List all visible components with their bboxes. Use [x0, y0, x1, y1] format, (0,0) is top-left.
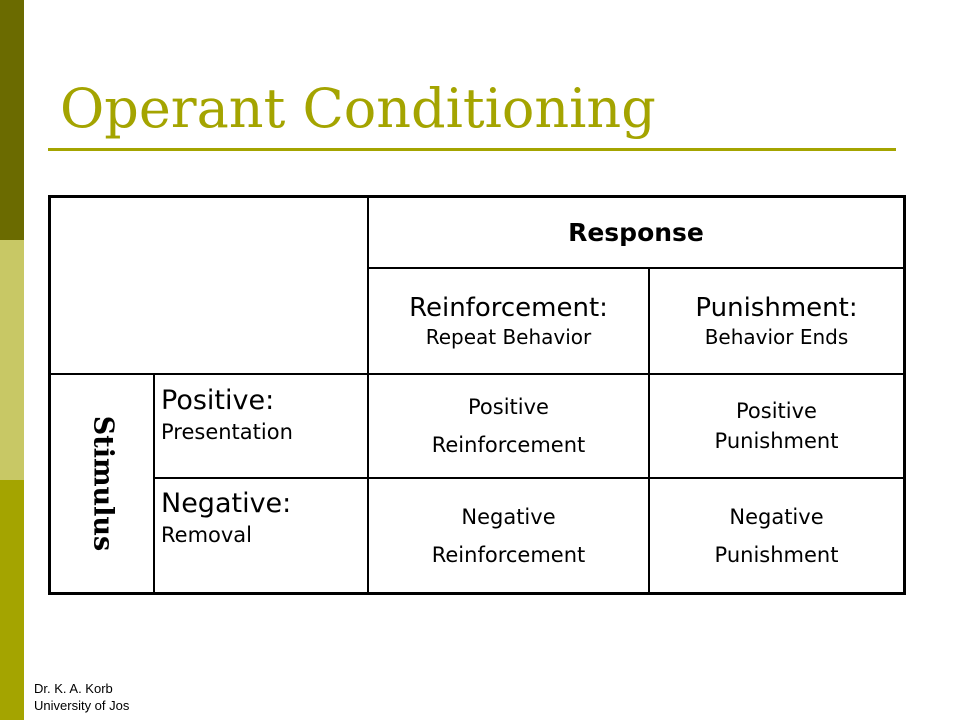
row-header-negative: Negative: Removal	[161, 479, 367, 592]
cell-line: Negative	[729, 504, 824, 529]
cell-negative-reinforcement: Negative Reinforcement	[369, 479, 648, 592]
divider-vertical-main	[367, 198, 369, 592]
slide-title: Operant Conditioning	[60, 77, 656, 140]
cell-line: Punishment	[714, 542, 839, 567]
divider-vertical-columns	[648, 268, 650, 592]
stimulus-label-cell: Stimulus	[51, 374, 155, 592]
title-underline	[48, 148, 896, 151]
row-header-positive: Positive: Presentation	[161, 376, 367, 477]
sidebar-bar-bottom	[0, 480, 24, 720]
row-header-subtitle: Presentation	[161, 420, 293, 444]
divider-vertical-stimulus	[153, 374, 155, 592]
column-header-subtitle: Behavior Ends	[704, 325, 849, 349]
author-name: Dr. K. A. Korb	[34, 681, 113, 696]
sidebar-bar-top	[0, 0, 24, 240]
column-header-subtitle: Repeat Behavior	[425, 325, 592, 349]
cell-line: Positive	[736, 399, 817, 423]
column-header-title: Punishment:	[695, 293, 858, 323]
row-header-title: Positive:	[161, 385, 275, 416]
column-header-title: Reinforcement:	[409, 293, 608, 323]
row-header-subtitle: Removal	[161, 523, 253, 547]
response-header: Response	[369, 198, 903, 267]
stimulus-label: Stimulus	[87, 415, 119, 551]
row-header-title: Negative:	[161, 488, 292, 519]
divider-between-rows	[153, 477, 903, 479]
cell-line: Negative	[461, 504, 556, 529]
cell-line: Positive	[468, 395, 549, 419]
divider-under-response	[367, 267, 903, 269]
author-affiliation: University of Jos	[34, 698, 130, 713]
cell-negative-punishment: Negative Punishment	[650, 479, 903, 592]
cell-line: Reinforcement	[431, 542, 586, 567]
column-header-reinforcement: Reinforcement: Repeat Behavior	[369, 269, 648, 373]
cell-positive-reinforcement: Positive Reinforcement	[369, 375, 648, 477]
column-header-punishment: Punishment: Behavior Ends	[650, 269, 903, 373]
cell-line: Punishment	[714, 429, 839, 453]
divider-under-headers	[51, 373, 903, 375]
author-footer: Dr. K. A. Korb University of Jos	[34, 680, 129, 714]
cell-positive-punishment: Positive Punishment	[650, 375, 903, 477]
response-label: Response	[568, 218, 704, 247]
cell-line: Reinforcement	[431, 433, 586, 457]
sidebar-bar-middle	[0, 240, 24, 480]
conditioning-table: Response Reinforcement: Repeat Behavior …	[48, 195, 906, 595]
